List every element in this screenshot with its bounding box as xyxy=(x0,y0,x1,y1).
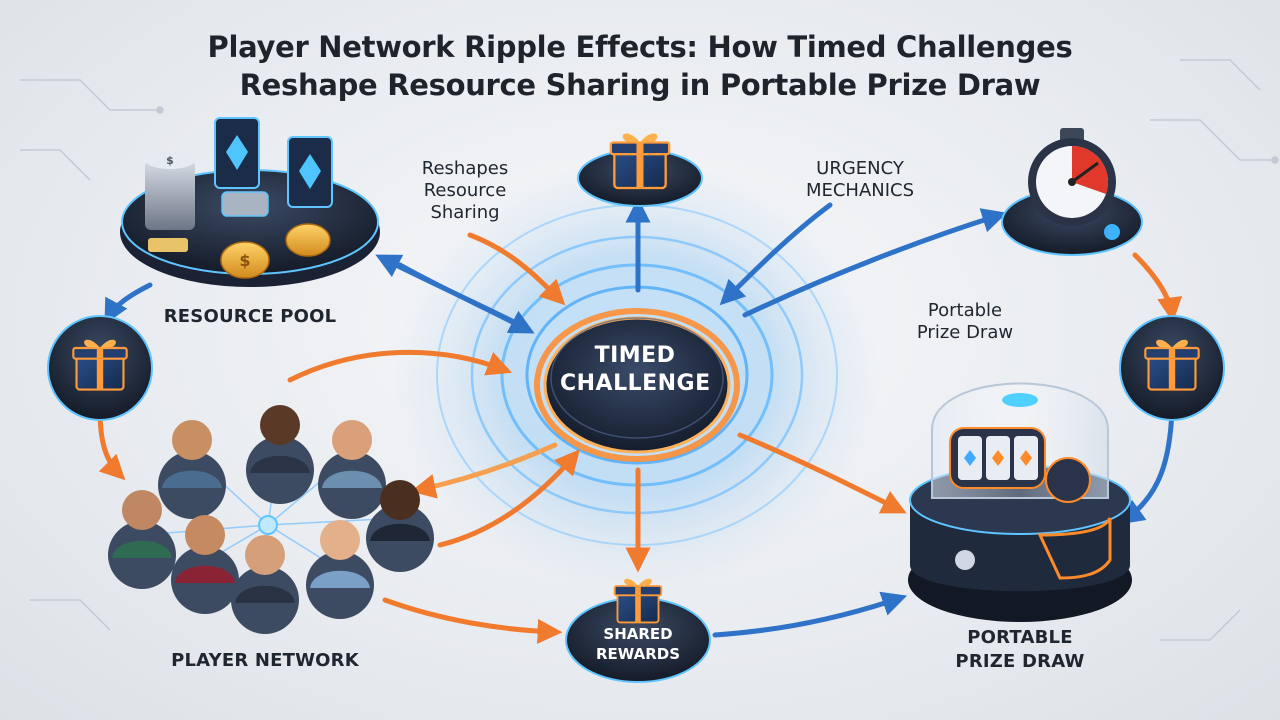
svg-text:$: $ xyxy=(166,154,174,167)
arrow-center-to-prizedraw xyxy=(737,432,907,514)
annotation-portable-line-1: Portable xyxy=(927,300,1003,321)
shared-rewards-line-2: REWARDS xyxy=(595,645,681,663)
player-avatar xyxy=(171,515,239,614)
arrow-resource-center xyxy=(397,262,535,334)
arrow-resource-to-leftgift xyxy=(104,282,153,325)
arrow-urgency-to-center xyxy=(719,202,833,306)
timed-challenge-label: TIMED CHALLENGE xyxy=(560,342,710,398)
annotation-reshapes-line-3: Sharing xyxy=(430,202,500,223)
arrow-center-to-network xyxy=(410,442,558,499)
stopwatch-icon xyxy=(1001,128,1143,256)
title-line-2: Reshape Resource Sharing in Portable Pri… xyxy=(239,68,1041,102)
resource-pool-label: RESOURCE POOL xyxy=(163,306,337,327)
player-avatar xyxy=(231,535,299,634)
prize-draw-machine-icon xyxy=(908,382,1132,622)
annotation-reshapes-line-2: Resource xyxy=(423,180,507,201)
flow-arrows xyxy=(97,197,1183,644)
arrow-network-to-center xyxy=(287,349,513,383)
arrow-center-to-stopwatch xyxy=(742,208,1008,318)
player-avatar xyxy=(246,405,314,504)
player-avatar xyxy=(318,420,386,519)
shared-rewards-node xyxy=(565,577,711,683)
prize-draw-label: PORTABLE PRIZE DRAW xyxy=(920,626,1120,674)
timed-challenge-line-2: CHALLENGE xyxy=(560,371,711,396)
annotation-portable-line-2: Prize Draw xyxy=(916,322,1014,343)
svg-text:$: $ xyxy=(239,251,250,270)
prize-draw-label-line-2: PRIZE DRAW xyxy=(955,651,1085,672)
right-gift-icon xyxy=(1119,315,1225,421)
player-avatar xyxy=(366,480,434,572)
shared-rewards-line-1: SHARED xyxy=(603,625,673,643)
player-avatar xyxy=(158,420,226,519)
shared-rewards-label: SHARED REWARDS xyxy=(568,624,708,664)
player-avatar xyxy=(306,520,374,619)
annotation-reshapes-line-1: Reshapes xyxy=(421,158,509,179)
player-network-label: PLAYER NETWORK xyxy=(171,650,359,671)
arrow-network-to-shared xyxy=(382,597,563,644)
timed-challenge-line-1: TIMED xyxy=(594,343,676,368)
arrow-network-to-center-low xyxy=(437,449,580,548)
resource-pool-icon: $ $ xyxy=(120,117,380,287)
annotation-urgency: URGENCY MECHANICS xyxy=(785,158,935,202)
prize-draw-label-line-1: PORTABLE xyxy=(967,627,1073,648)
arrow-annotation-to-center xyxy=(467,232,566,306)
top-gift-icon xyxy=(577,132,703,207)
annotation-urgency-line-1: URGENCY xyxy=(816,158,904,179)
timed-challenge-node xyxy=(534,308,740,462)
background-traces xyxy=(20,59,1279,641)
player-network-icon xyxy=(108,405,434,634)
left-gift-icon xyxy=(47,315,153,421)
player-avatar xyxy=(108,490,176,589)
page-title: Player Network Ripple Effects: How Timed… xyxy=(0,28,1280,104)
annotation-portable: Portable Prize Draw xyxy=(890,300,1040,344)
arrow-stopwatch-to-rightgift xyxy=(1132,252,1183,323)
annotation-urgency-line-2: MECHANICS xyxy=(805,180,915,201)
arrow-rightgift-to-prize xyxy=(1118,407,1175,525)
arrow-shared-to-prize xyxy=(712,591,908,638)
title-line-1: Player Network Ripple Effects: How Timed… xyxy=(207,30,1073,64)
annotation-reshapes: Reshapes Resource Sharing xyxy=(390,158,540,224)
